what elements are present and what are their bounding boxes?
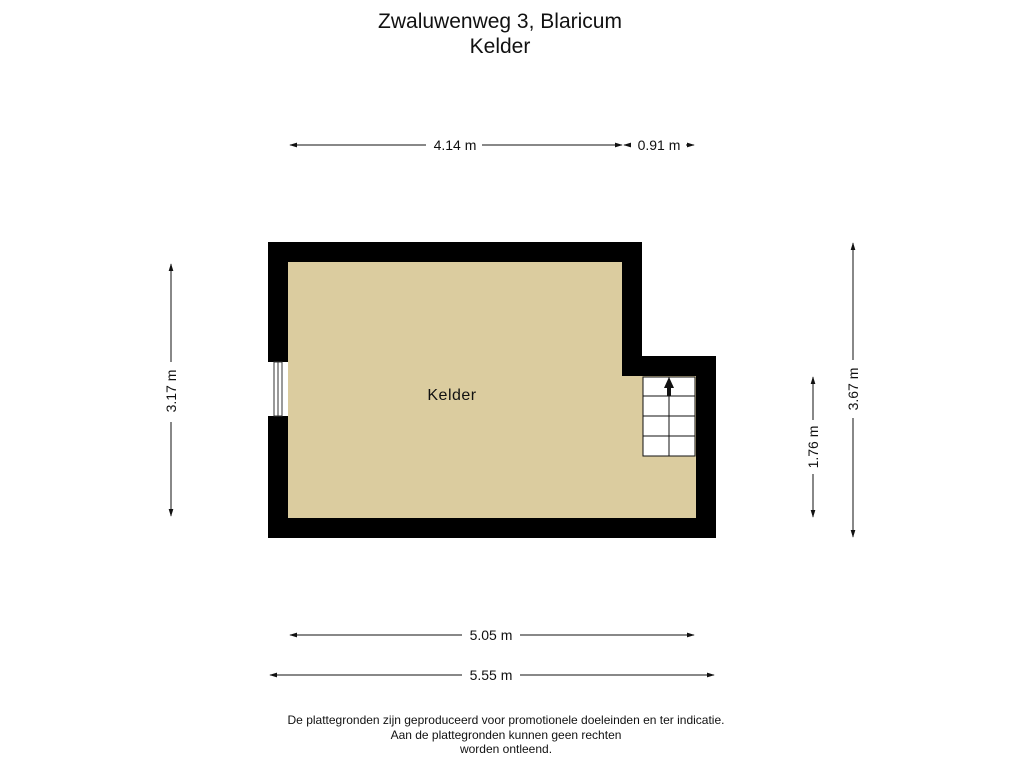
dimension-top-extension: 0.91 m — [623, 137, 695, 153]
dimension-top-main-label: 4.14 m — [434, 137, 477, 153]
disclaimer-line-2: Aan de plattegronden kunnen geen rechten — [390, 727, 622, 742]
disclaimer-line-3: worden ontleend. — [459, 742, 553, 756]
disclaimer-line-1: De plattegronden zijn geproduceerd voor … — [287, 713, 725, 727]
dimension-bottom-inner-width-label: 5.05 m — [470, 627, 513, 643]
dimension-top-extension-label: 0.91 m — [638, 137, 681, 153]
plan-floor-title: Kelder — [469, 35, 531, 58]
room-floor — [288, 262, 696, 518]
disclaimer: De plattegronden zijn geproduceerd voor … — [0, 713, 1012, 757]
dimension-right-inner-height: 1.76 m — [805, 376, 821, 518]
dimension-bottom-outer-width-label: 5.55 m — [470, 667, 513, 683]
window — [268, 361, 288, 417]
room-label: Kelder — [427, 387, 476, 404]
staircase — [642, 376, 696, 457]
dimension-left-height-label: 3.17 m — [163, 370, 179, 413]
dimension-left-height: 3.17 m — [163, 263, 179, 517]
dimension-top-main: 4.14 m — [289, 137, 623, 153]
dimension-bottom-outer-width: 5.55 m — [269, 667, 715, 683]
dimension-bottom-inner-width: 5.05 m — [289, 627, 695, 643]
dimension-right-outer-height-label: 3.67 m — [845, 368, 861, 411]
dimension-right-outer-height: 3.67 m — [845, 242, 861, 538]
plan-address-title: Zwaluwenweg 3, Blaricum — [378, 10, 622, 33]
dimension-right-inner-height-label: 1.76 m — [805, 426, 821, 469]
